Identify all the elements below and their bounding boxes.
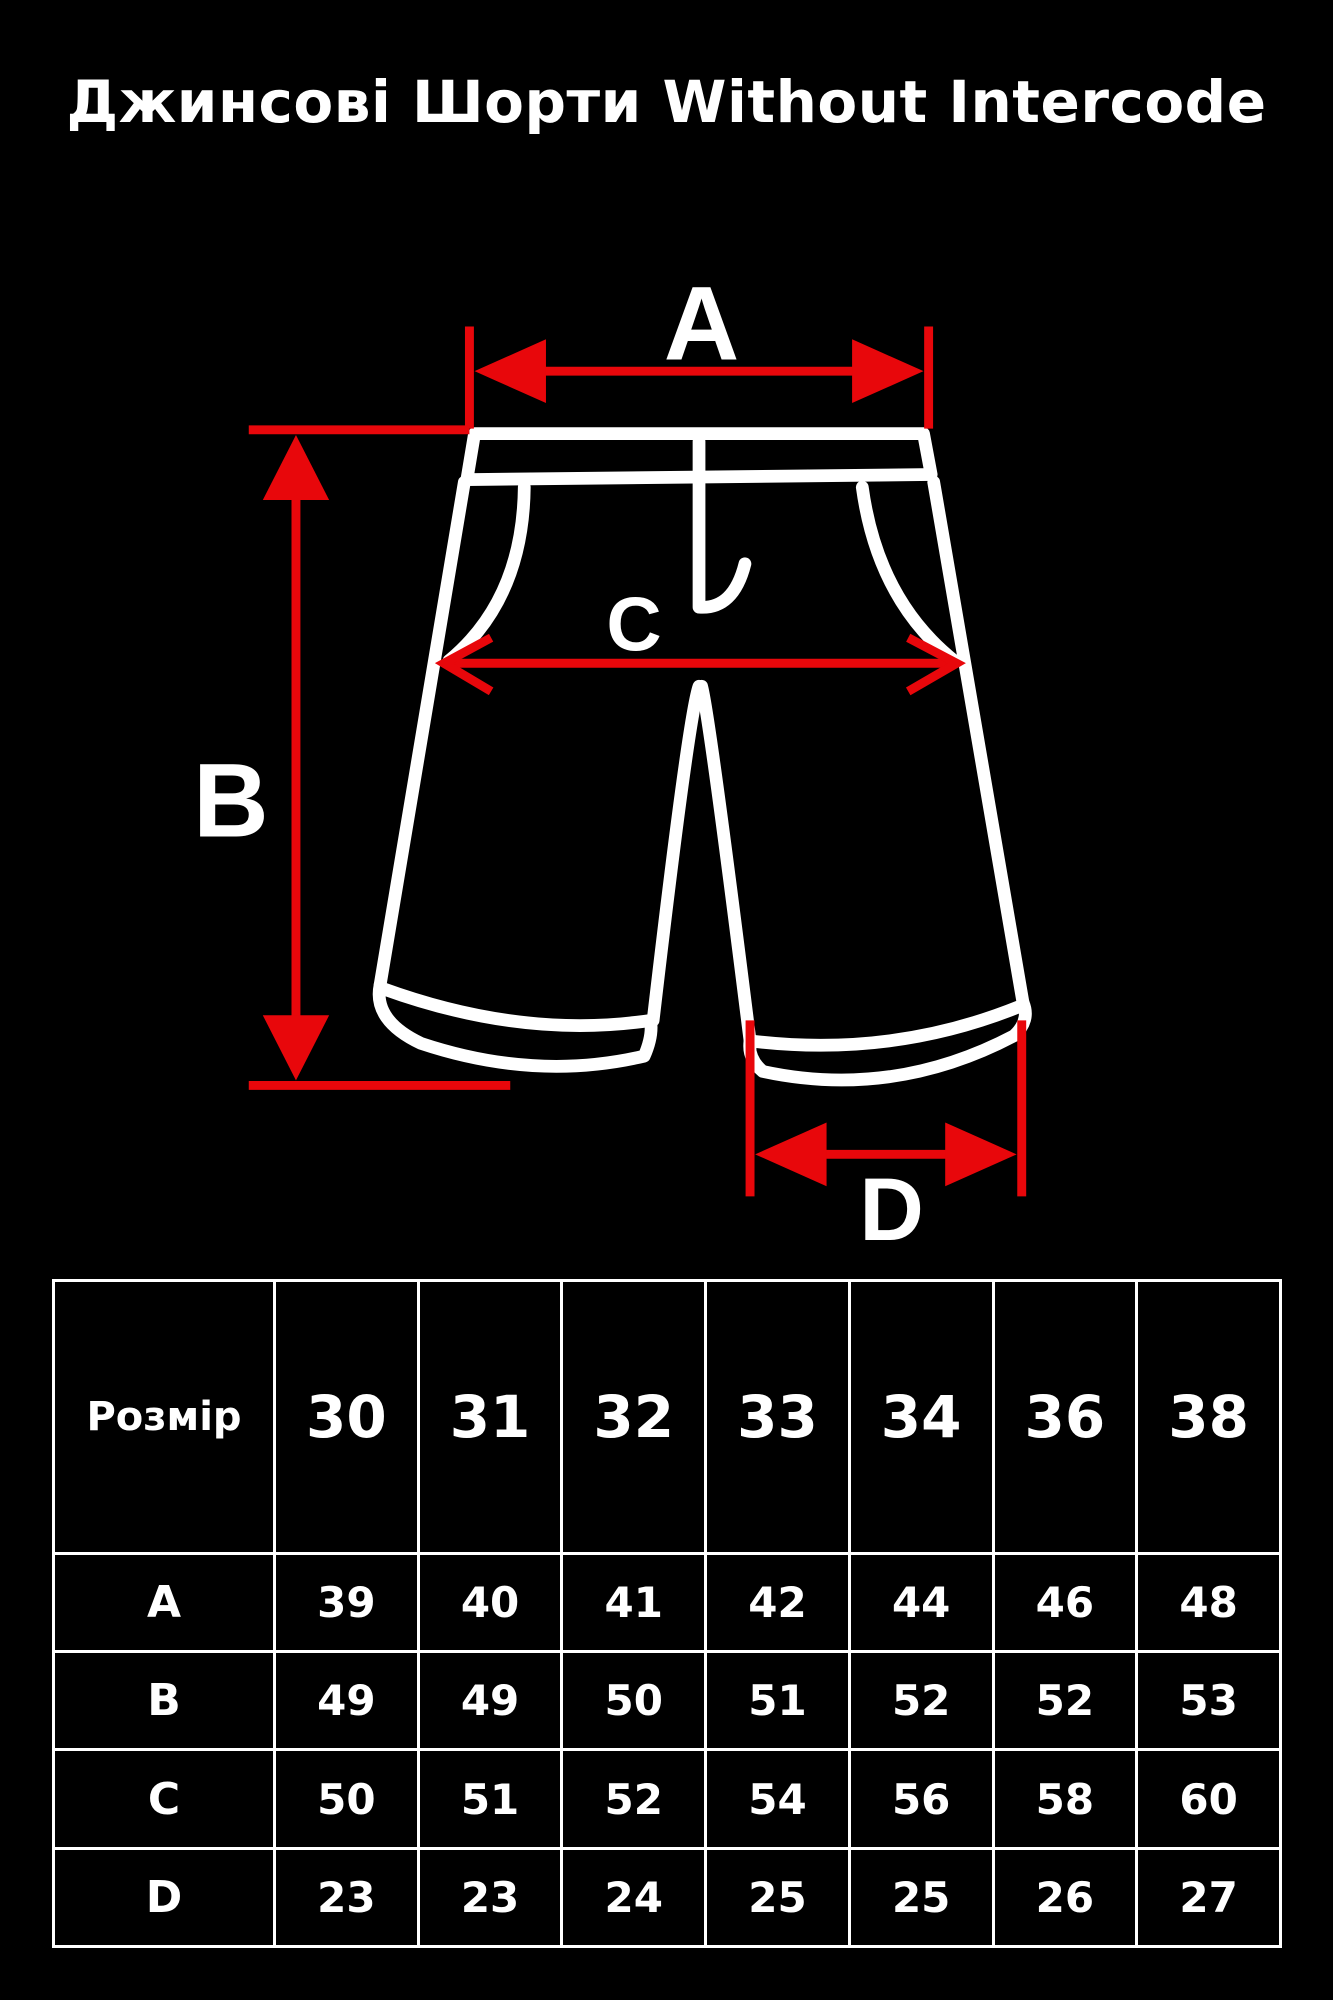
page-title: Джинсові Шорти Without Intercode [66, 68, 1267, 136]
waistband [460, 427, 938, 486]
label-b: B [193, 743, 269, 860]
measurement-value: 52 [991, 1650, 1139, 1752]
measurement-value: 24 [560, 1846, 708, 1949]
measurement-arrows [248, 326, 1027, 1197]
measurement-value: 23 [416, 1846, 564, 1949]
label-d: D [859, 1159, 923, 1259]
measurement-value: 52 [560, 1748, 708, 1850]
measurement-label: B [52, 1650, 276, 1752]
arrow-d [745, 1020, 1027, 1197]
measurement-value: 52 [847, 1650, 995, 1752]
measurement-value: 41 [560, 1551, 708, 1654]
measurement-value: 48 [1135, 1551, 1282, 1654]
measurement-value: 60 [1135, 1748, 1282, 1850]
left-cuff [372, 978, 658, 1073]
measurement-label: D [52, 1846, 276, 1949]
measurement-value: 51 [416, 1748, 564, 1850]
left-pocket [442, 480, 531, 668]
arrow-c [434, 633, 966, 696]
measurement-value: 51 [704, 1650, 851, 1752]
measurement-value: 42 [704, 1551, 851, 1654]
measurement-value: 25 [847, 1846, 995, 1949]
arrow-b [248, 425, 511, 1090]
measurement-value: 54 [704, 1748, 851, 1850]
measurement-value: 46 [991, 1551, 1139, 1654]
size-cell: 32 [560, 1279, 708, 1555]
measurement-value: 49 [416, 1650, 564, 1752]
crotch-right [695, 679, 757, 1048]
measurement-value: 23 [273, 1846, 420, 1949]
measurement-value: 50 [273, 1748, 420, 1850]
right-pocket [855, 480, 961, 668]
size-header-label: Розмір [52, 1279, 276, 1555]
measurement-value: 44 [847, 1551, 995, 1654]
size-cell: 38 [1135, 1279, 1282, 1555]
measurement-label: A [52, 1551, 276, 1654]
left-outer-seam [373, 475, 471, 992]
measurement-value: 39 [273, 1551, 420, 1654]
fly [692, 434, 752, 614]
arrow-a [464, 326, 934, 429]
measurement-value: 49 [273, 1650, 420, 1752]
measurement-value: 26 [991, 1846, 1139, 1949]
measurement-value: 27 [1135, 1846, 1282, 1949]
measurement-value: 25 [704, 1846, 851, 1949]
size-cell: 34 [847, 1279, 995, 1555]
right-cuff [743, 996, 1032, 1087]
size-cell: 36 [991, 1279, 1139, 1555]
right-outer-seam [927, 475, 1030, 1009]
measurement-value: 53 [1135, 1650, 1282, 1752]
size-cell: 30 [273, 1279, 420, 1555]
label-c: C [606, 583, 661, 668]
crotch-left [646, 679, 706, 1027]
size-cell: 33 [704, 1279, 851, 1555]
shorts-outline [372, 427, 1032, 1087]
size-header-row: Розмір 30 31 32 33 34 36 38 [52, 1279, 1282, 1555]
measurement-value: 58 [991, 1748, 1139, 1850]
size-cell: 31 [416, 1279, 564, 1555]
measurement-value: 40 [416, 1551, 564, 1654]
measurement-label: C [52, 1748, 276, 1850]
measurement-value: 50 [560, 1650, 708, 1752]
measurement-value: 56 [847, 1748, 995, 1850]
label-a: A [664, 266, 740, 383]
